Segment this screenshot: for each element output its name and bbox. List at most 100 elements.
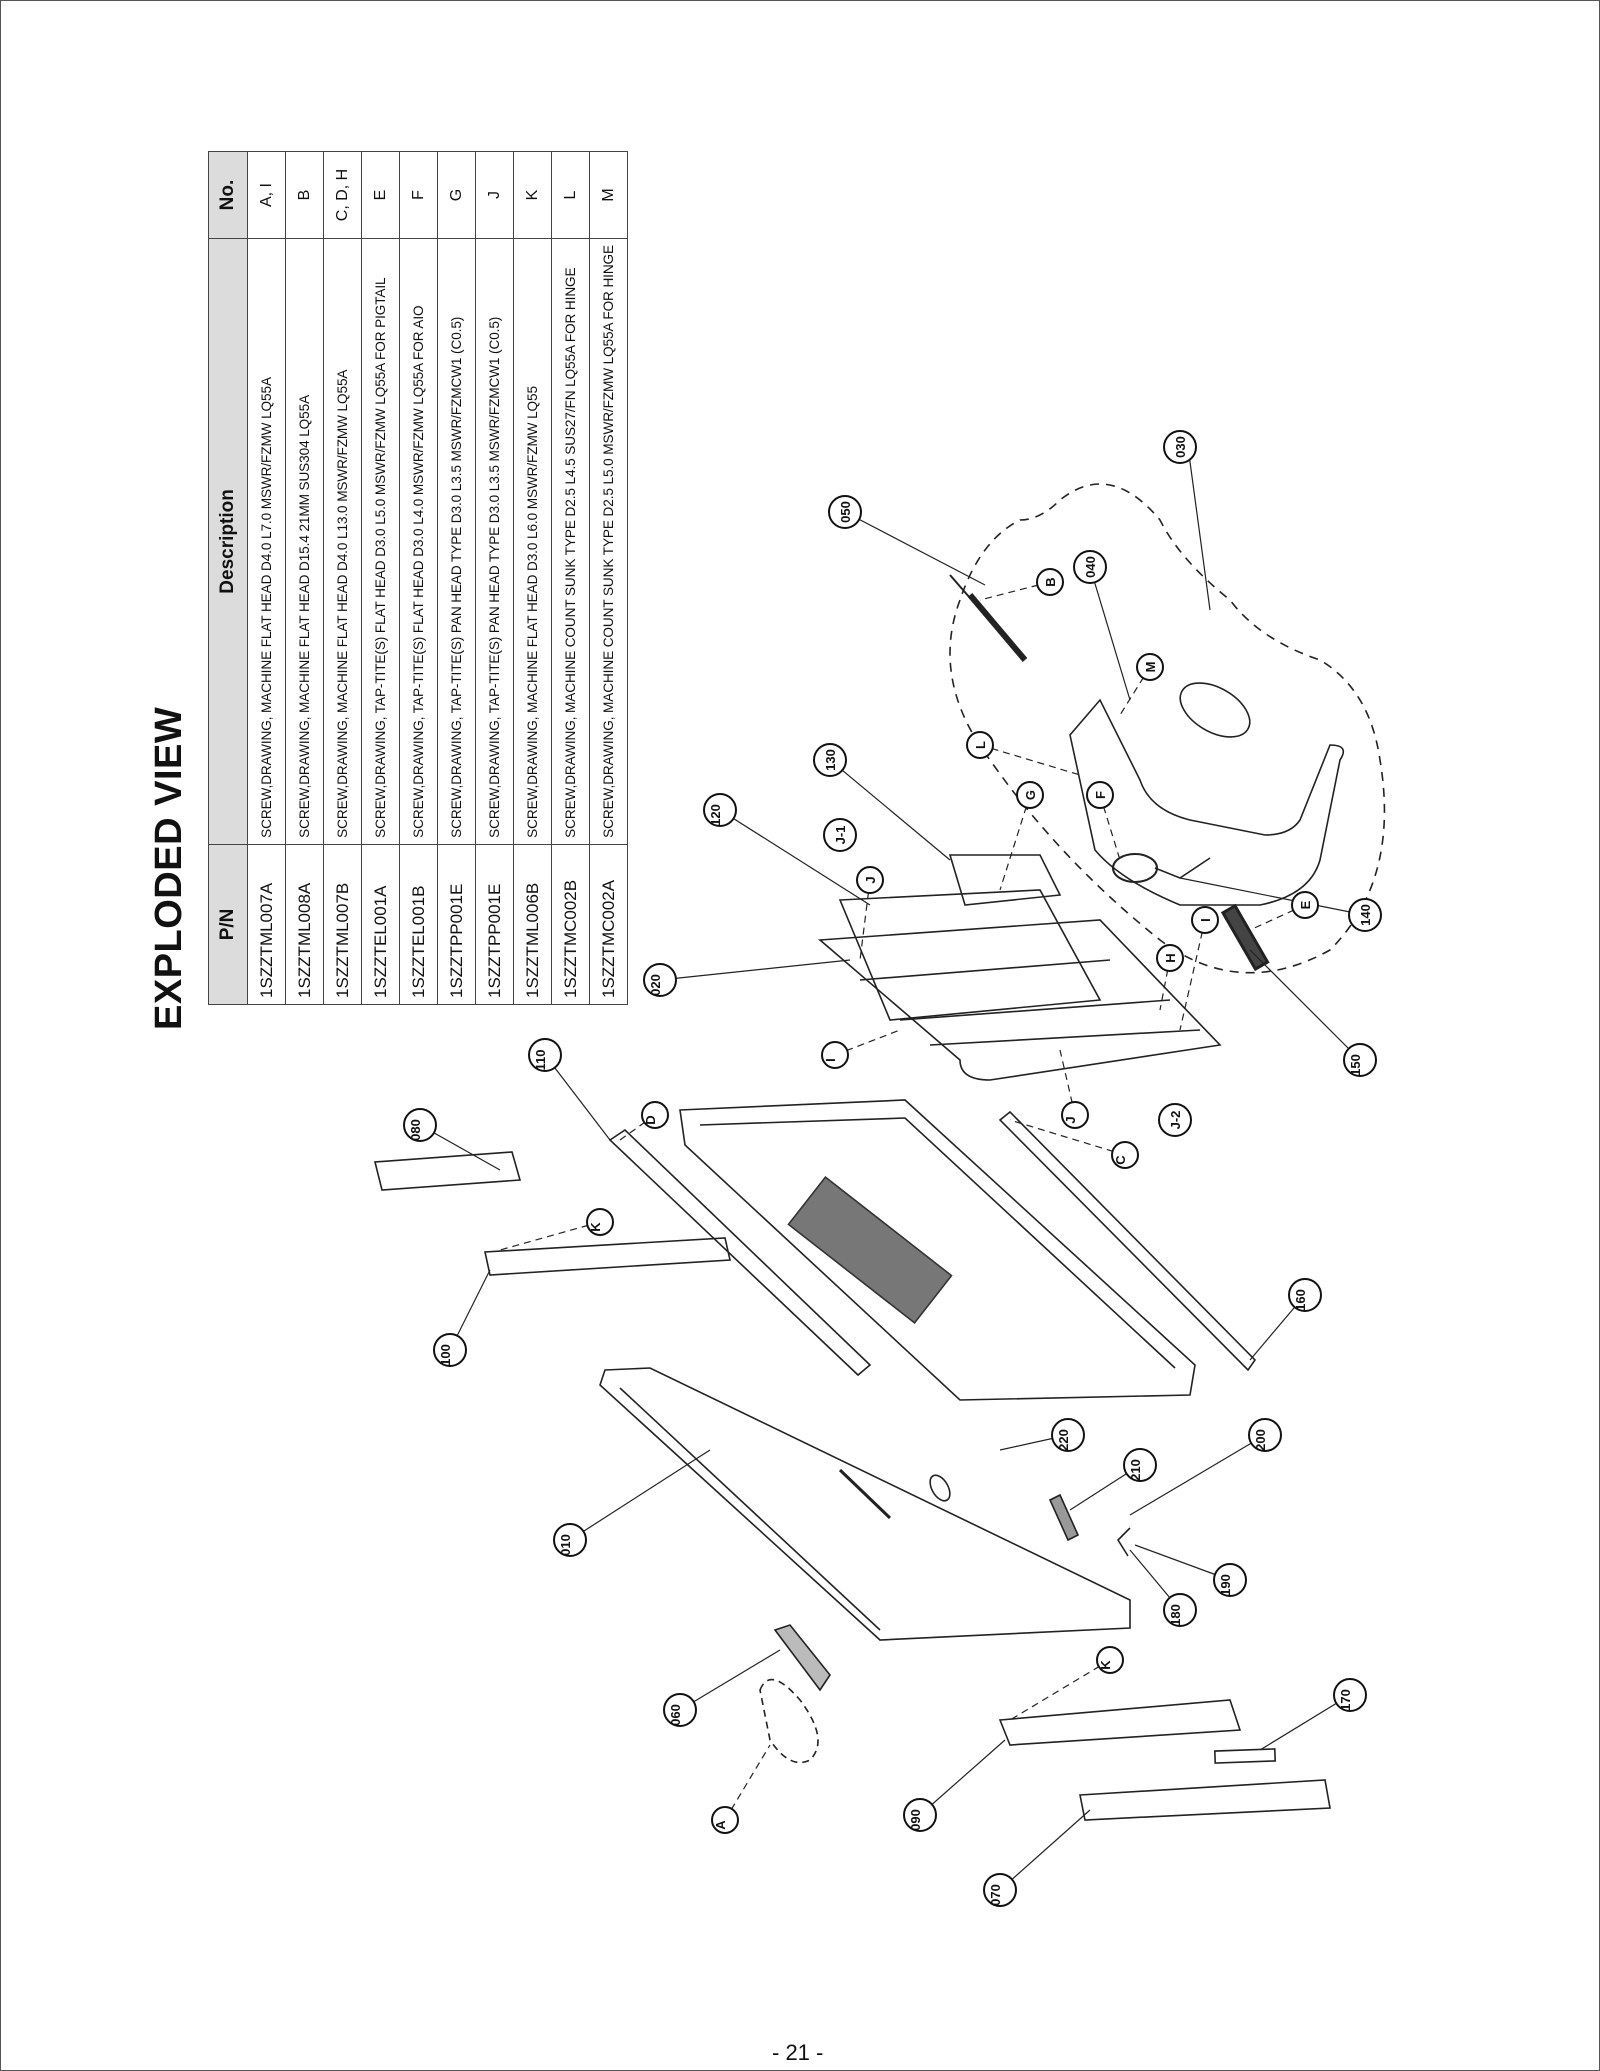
callout-D: D <box>641 1101 669 1129</box>
svg-text:060: 060 <box>668 1704 683 1726</box>
board-130 <box>948 854 1062 906</box>
callout-200: 200 <box>1248 1418 1282 1452</box>
callout-070: 070 <box>983 1873 1017 1907</box>
callout-J-1: J-1 <box>823 818 857 852</box>
screw-group-A <box>759 1678 819 1764</box>
svg-text:F: F <box>1093 791 1108 799</box>
hinge-pin <box>949 574 971 599</box>
svg-text:J: J <box>863 876 878 883</box>
svg-text:160: 160 <box>1293 1289 1308 1311</box>
panel-circuit-area <box>787 1175 953 1325</box>
callout-020: 020 <box>643 963 677 997</box>
svg-text:100: 100 <box>438 1344 453 1366</box>
svg-text:080: 080 <box>408 1119 423 1141</box>
callout-130: 130 <box>813 743 847 777</box>
svg-text:140: 140 <box>1358 904 1373 926</box>
svg-text:J: J <box>1063 1116 1078 1123</box>
svg-text:A: A <box>713 1820 728 1830</box>
svg-text:130: 130 <box>823 749 838 771</box>
callout-J-2: J-2 <box>1158 1103 1192 1137</box>
svg-text:020: 020 <box>648 974 663 996</box>
svg-text:B: B <box>1043 577 1058 586</box>
callout-080: 080 <box>403 1108 437 1142</box>
callout-K-top: K <box>586 1208 614 1236</box>
svg-text:030: 030 <box>1173 436 1188 458</box>
callout-030: 030 <box>1163 430 1197 464</box>
board-090 <box>998 1699 1242 1746</box>
strip-100 <box>484 1237 731 1276</box>
bracket-110 <box>608 1128 872 1377</box>
bracket-060 <box>773 1624 831 1692</box>
front-bezel-010 <box>599 1367 1131 1641</box>
svg-text:190: 190 <box>1218 1574 1233 1596</box>
callout-C: C <box>1111 1141 1139 1169</box>
svg-text:200: 200 <box>1253 1429 1268 1451</box>
board-120 <box>838 889 1102 1021</box>
connector-part <box>1220 903 1270 972</box>
callout-040: 040 <box>1073 550 1107 584</box>
callout-I-right: I <box>1191 906 1219 934</box>
callout-J-bottom: J <box>1061 1101 1089 1129</box>
svg-text:G: G <box>1023 790 1038 800</box>
callout-E: E <box>1291 891 1319 919</box>
svg-text:120: 120 <box>708 804 723 826</box>
callout-210: 210 <box>1123 1448 1157 1482</box>
svg-text:J-1: J-1 <box>833 826 848 845</box>
bezel-logo-slot <box>838 1468 892 1520</box>
svg-text:110: 110 <box>533 1050 548 1071</box>
callout-K-bottom: K <box>1096 1646 1124 1674</box>
callout-F: F <box>1086 781 1114 809</box>
svg-text:220: 220 <box>1056 1429 1071 1451</box>
chassis-plate <box>818 919 1222 1081</box>
svg-text:090: 090 <box>908 1809 923 1831</box>
stand-base-part <box>1069 698 1345 906</box>
svg-text:I: I <box>823 1058 838 1062</box>
callout-A: A <box>711 1806 739 1834</box>
svg-text:M: M <box>1143 662 1158 673</box>
svg-text:210: 210 <box>1128 1459 1143 1481</box>
svg-text:010: 010 <box>558 1534 573 1556</box>
callout-100: 100 <box>433 1333 467 1367</box>
page-number: - 21 - <box>772 2040 824 2065</box>
callout-L: L <box>966 731 994 759</box>
svg-text:J-2: J-2 <box>1168 1111 1183 1130</box>
strip-070 <box>1079 1779 1331 1821</box>
callout-050: 050 <box>828 495 862 529</box>
svg-text:150: 150 <box>1348 1054 1363 1076</box>
callout-120: 120 <box>703 793 737 827</box>
svg-text:K: K <box>1098 1660 1113 1670</box>
callout-180: 180 <box>1163 1593 1197 1627</box>
callout-060: 060 <box>663 1693 697 1727</box>
svg-text:050: 050 <box>838 501 853 523</box>
callout-M: M <box>1136 653 1164 681</box>
svg-text:170: 170 <box>1338 1689 1353 1711</box>
callout-B: B <box>1036 568 1064 596</box>
callout-160: 160 <box>1288 1278 1322 1312</box>
callout-H: H <box>1156 944 1184 972</box>
svg-text:040: 040 <box>1083 556 1098 578</box>
part-210 <box>1048 1493 1080 1542</box>
svg-text:I: I <box>1198 918 1213 922</box>
strip-170 <box>1213 1748 1277 1764</box>
callout-010: 010 <box>553 1523 587 1557</box>
svg-text:C: C <box>1113 1155 1128 1165</box>
callout-140: 140 <box>1348 898 1382 932</box>
callout-090: 090 <box>903 1798 937 1832</box>
svg-text:K: K <box>588 1222 603 1232</box>
svg-text:D: D <box>643 1115 658 1124</box>
svg-text:E: E <box>1298 900 1313 909</box>
svg-text:070: 070 <box>988 1884 1003 1906</box>
bezel-logo <box>929 1474 951 1502</box>
panel-020-frame <box>679 1099 1196 1401</box>
strip-080 <box>373 1151 522 1191</box>
callout-170: 170 <box>1333 1678 1367 1712</box>
svg-text:H: H <box>1163 953 1178 962</box>
callout-110: 110 <box>528 1038 562 1072</box>
side-rail-160 <box>998 1110 1257 1372</box>
callout-G: G <box>1016 781 1044 809</box>
svg-text:L: L <box>973 741 988 749</box>
svg-text:180: 180 <box>1168 1604 1183 1626</box>
part-180 <box>1116 1527 1131 1557</box>
hinge-shaft <box>967 593 1028 662</box>
